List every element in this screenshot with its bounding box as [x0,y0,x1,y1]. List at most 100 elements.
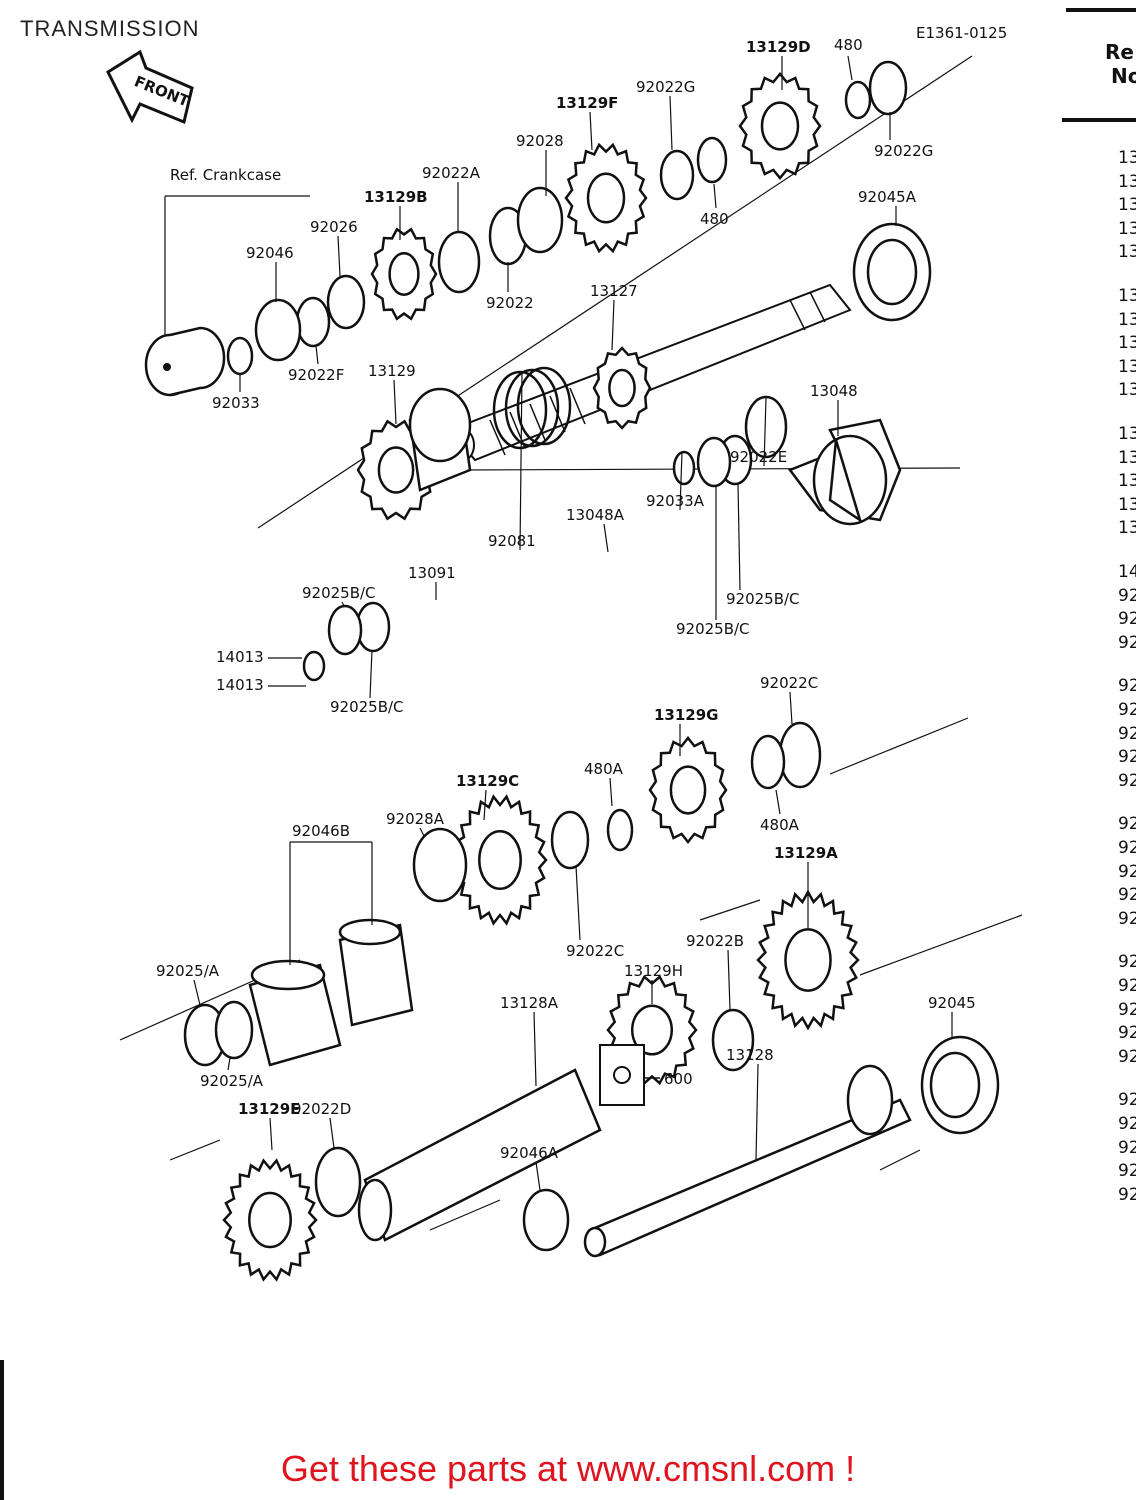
callout-label: 480A [760,816,800,834]
gear-hub [760,101,800,151]
ref-number: 92 [1118,676,1136,697]
callout-label: 92046 [246,244,294,262]
callout-label: 14013 [216,676,264,694]
ref-number: 92 [1118,1023,1136,1044]
callout-label: 92025B/C [302,584,376,602]
shift-arm [788,418,902,526]
ref-number: 13 [1118,424,1136,444]
callout-label: 14013 [216,648,264,666]
ref-number: 92 [1118,747,1136,768]
ref-number: 92 [1118,1114,1136,1134]
ref-crankcase-label: Ref. Crankcase [170,166,281,184]
ref-number: 13 [1118,518,1136,539]
ref-number: 92 [1118,585,1136,606]
front-arrow-icon: FRONT [106,49,194,125]
ref-number: 92 [1118,770,1136,791]
callout-label: 13048A [566,506,625,524]
ref-number: 92 [1118,723,1136,744]
callout-label: 92045 [928,994,976,1012]
callout-label: 13129A [774,844,838,862]
callout-label: 13129E [238,1100,300,1118]
ref-number: 92 [1118,1161,1136,1182]
ref-number: 13 [1118,309,1136,330]
gear-hub [784,928,832,992]
callout-label: 92022C [760,674,818,692]
callout-label: 92081 [488,532,536,550]
callout-label: 92022B [686,932,744,950]
leader-lines [193,55,953,1191]
callout-label: 92026 [310,218,358,236]
ref-number: 92 [1118,1184,1136,1205]
crankcase-plug [144,326,226,397]
ref-number: 13 [1118,333,1136,354]
ref-number: 13 [1118,286,1136,306]
callout-label: 92022A [422,164,481,182]
ref-number: 13 [1118,195,1136,216]
ref-number: 92 [1118,1046,1136,1067]
callout-label: 92045A [858,188,917,206]
callout-label: 92025B/C [330,698,404,716]
ref-header-line: Re [1105,40,1134,64]
ref-number: 92 [1118,814,1136,835]
divider [1066,8,1136,12]
gear-hub [669,765,707,815]
ref-number: 92 [1118,1137,1136,1158]
ref-number: 92 [1118,700,1136,720]
ref-number: 92 [1118,908,1136,929]
tag-part [599,1044,660,1106]
ref-number: 92 [1118,885,1136,906]
callout-label: 92022E [730,448,787,466]
divider [1062,118,1136,122]
callout-label: 92033A [646,492,705,510]
callout-label: 92022F [288,366,344,384]
callout-label: 13127 [590,282,638,300]
callout-label: 13129 [368,362,416,380]
gear-hub [630,1004,674,1056]
callout-label: 92022G [874,142,933,160]
callout-label: 13048 [810,382,858,400]
callout-label: 480 [700,210,729,228]
ref-number: 13 [1118,447,1136,468]
ref-number: 13 [1118,356,1136,377]
callout-label: 13128 [726,1046,774,1064]
gear-hub [608,368,636,408]
ref-number: 92 [1118,861,1136,882]
ref-header-line: No [1111,64,1136,88]
ref-number: 14 [1118,562,1136,582]
callout-label: 92022 [486,294,534,312]
gear-hub [478,829,522,891]
callout-label: 480A [584,760,624,778]
ref-number: 92 [1118,999,1136,1020]
callout-label: 600 [664,1070,693,1088]
gear-hub [388,252,420,296]
divider [0,1360,4,1500]
washer-group [183,60,908,1218]
callout-label: 92033 [212,394,260,412]
ref-number: 92 [1118,609,1136,630]
callout-label: 92022C [566,942,624,960]
callout-labels: 13129D 480 92022G 92022G 13129F 92028 48… [156,36,976,1162]
ref-number: 92 [1118,632,1136,653]
ref-number: 92 [1118,976,1136,996]
gear-hub [377,446,415,494]
callout-label: 92025/A [200,1072,264,1090]
callout-label: 92022D [292,1100,351,1118]
sleeve-group [248,387,472,1067]
diagram-code: E1361-0125 [916,24,1008,42]
ref-column-header: Re No [1105,40,1136,88]
ref-number: 92 [1118,952,1136,973]
output-shaft [357,1064,912,1258]
ref-number: 92 [1118,838,1136,858]
callout-label: 13129G [654,706,719,724]
callout-label: 92028A [386,810,445,828]
ref-number: 13 [1118,494,1136,515]
callout-label: 92025B/C [726,590,800,608]
ref-number: 13 [1118,242,1136,263]
callout-label: 92028 [516,132,564,150]
callout-label: 92025/A [156,962,220,980]
ref-number: 13 [1118,171,1136,192]
callout-label: 92025B/C [676,620,750,638]
callout-label: 13129C [456,772,519,790]
callout-label: 13129B [364,188,428,206]
